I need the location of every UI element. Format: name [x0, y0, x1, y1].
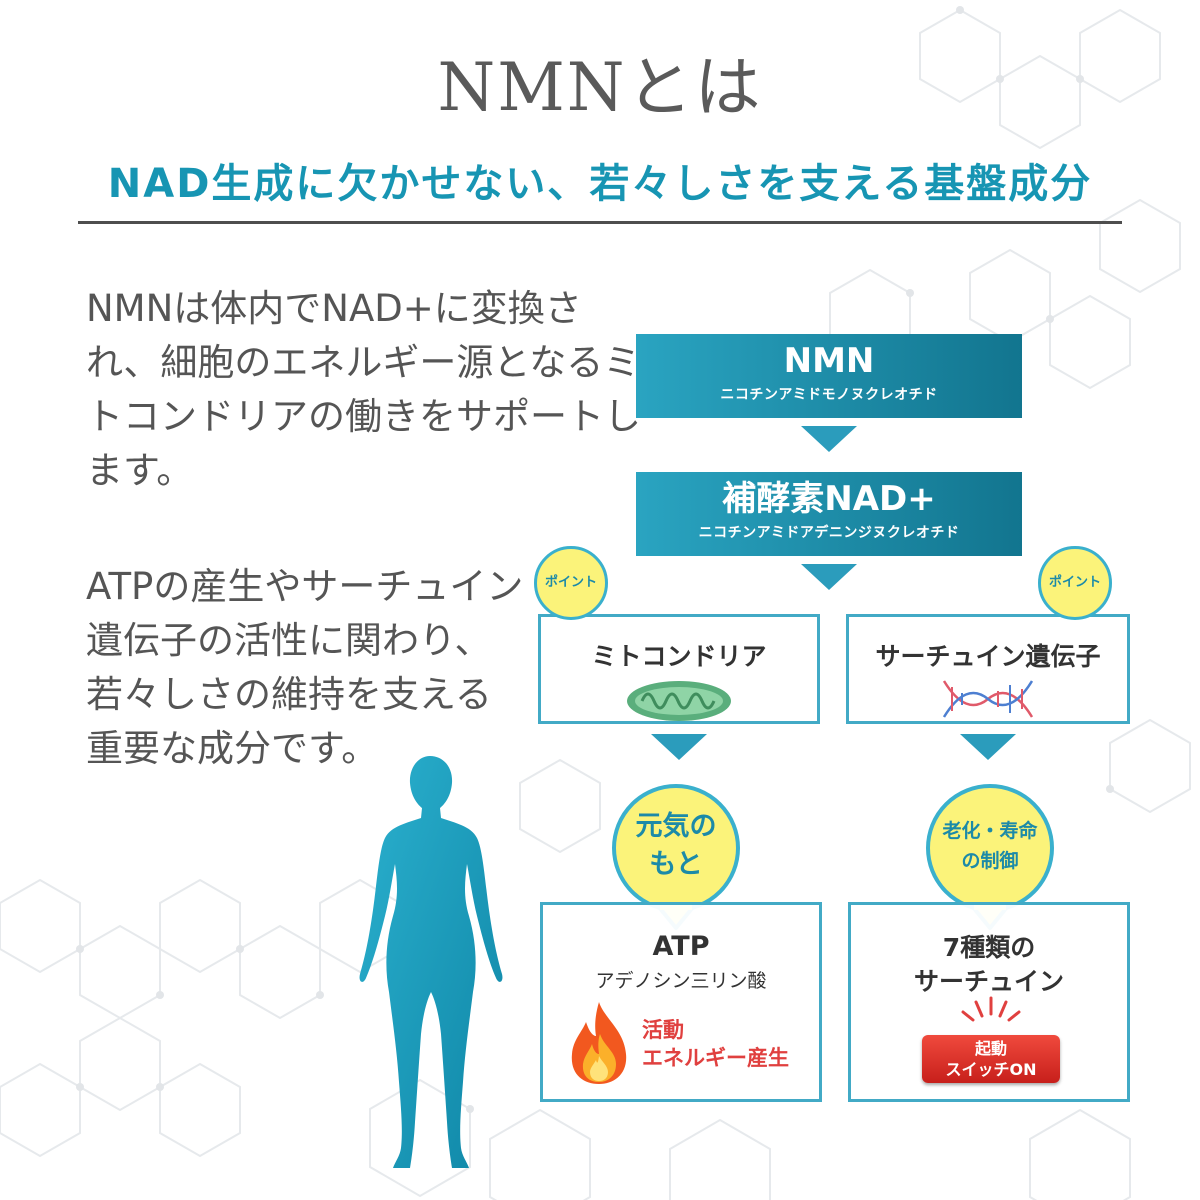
page-title: NMNとは — [437, 49, 763, 126]
sirtuin-gene-title: サーチュイン遺伝子 — [875, 642, 1101, 671]
mitochondria-card: ミトコンドリア — [538, 614, 820, 724]
intro-line: ます。 — [86, 449, 194, 492]
intro-line: れ、細胞のエネルギー源となるミ — [86, 341, 641, 384]
flame-icon — [571, 1002, 627, 1084]
nmn-sub-label: ニコチンアミドモノヌクレオチド — [720, 387, 938, 403]
atp-sub-label: アデノシン三リン酸 — [595, 970, 767, 992]
nad-label: 補酵素NAD+ — [722, 479, 936, 519]
mitochondria-icon — [627, 681, 731, 721]
intro-line: 遺伝子の活性に関わり、 — [86, 619, 492, 662]
intro-line: NMNは体内でNAD+に変換さ — [86, 287, 582, 330]
atp-title: ATP — [652, 931, 710, 962]
mitochondria-title: ミトコンドリア — [591, 642, 767, 671]
sirtuin7-title: 7種類の サーチュイン — [913, 933, 1064, 996]
sirtuin-gene-card: サーチュイン遺伝子 — [846, 614, 1130, 724]
intro-line: トコンドリアの働きをサポートし — [86, 395, 641, 438]
intro-line: 若々しさの維持を支える — [86, 673, 492, 716]
nmn-box: NMN ニコチンアミドモノヌクレオチド — [636, 334, 1022, 418]
aging-bubble-text: 老化・寿命 の制御 — [942, 820, 1038, 872]
intro-paragraph-2: ATPの産生やサーチュイン 遺伝子の活性に関わり、 若々しさの維持を支える 重要… — [86, 560, 523, 776]
point-badge-left: ポイント — [534, 546, 608, 620]
arrow-down-icon — [801, 564, 857, 590]
intro-paragraph-1: NMNは体内でNAD+に変換さ れ、細胞のエネルギー源となるミ トコンドリアの働… — [86, 282, 641, 498]
switch-on-button: 起動 スイッチON — [922, 1035, 1060, 1083]
nad-box: 補酵素NAD+ ニコチンアミドアデニンジヌクレオチド — [636, 472, 1022, 556]
intro-line: 重要な成分です。 — [86, 727, 379, 770]
arrow-down-icon — [960, 734, 1016, 760]
arrow-down-icon — [801, 426, 857, 452]
title-divider — [78, 221, 1122, 224]
intro-line: ATPの産生やサーチュイン — [86, 565, 524, 608]
energy-bubble-text: 元気の もと — [635, 811, 717, 880]
arrow-down-icon — [651, 734, 707, 760]
page-subtitle: NAD生成に欠かせない、若々しさを支える基盤成分 — [107, 161, 1093, 207]
human-silhouette-icon — [359, 756, 503, 1168]
switch-rays-icon — [961, 996, 1021, 1022]
nmn-label: NMN — [783, 341, 875, 381]
dna-icon — [942, 680, 1034, 718]
activity-energy-text: 活動 エネルギー産生 — [642, 1018, 789, 1070]
point-badge-right: ポイント — [1038, 546, 1112, 620]
nad-sub-label: ニコチンアミドアデニンジヌクレオチド — [698, 525, 960, 541]
